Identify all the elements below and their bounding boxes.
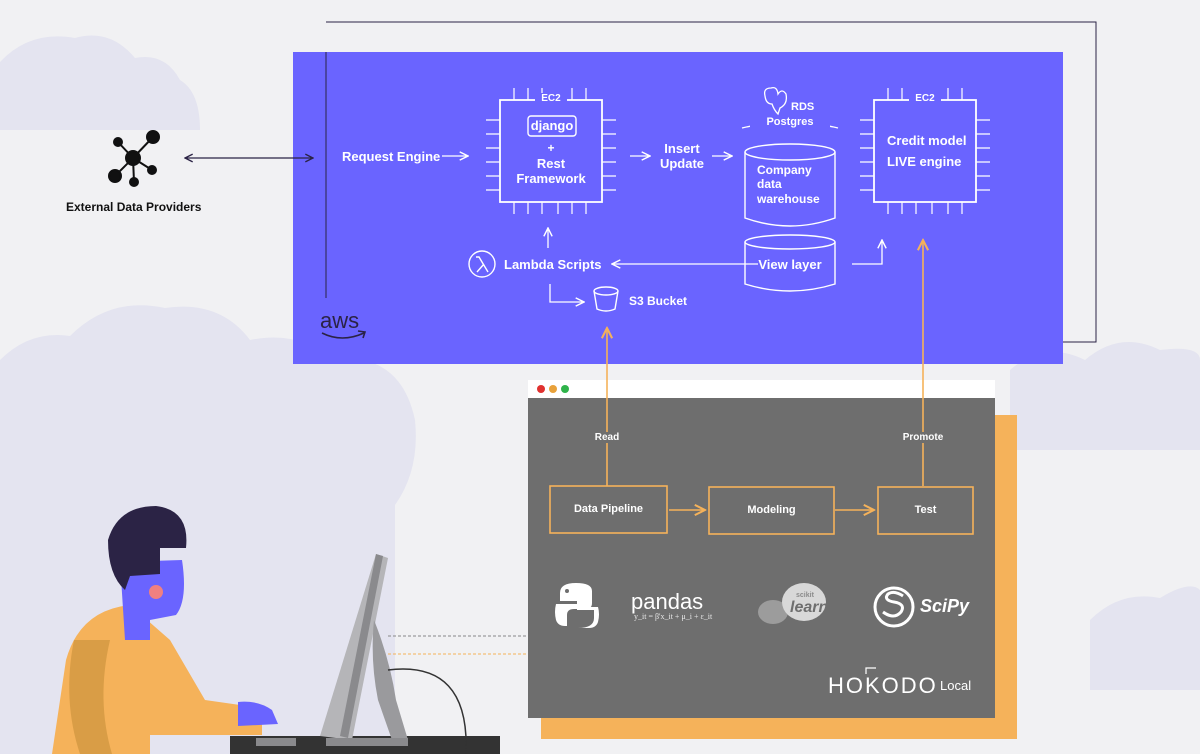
python-logo-icon: [555, 583, 599, 628]
step-data-pipeline: Data Pipeline: [573, 503, 644, 515]
hokodo-local-tag: Local: [940, 678, 972, 693]
orange-connectors: [607, 240, 923, 510]
request-engine-label: Request Engine: [342, 149, 441, 164]
update-label: Update: [659, 156, 705, 171]
window-close-dot[interactable]: [537, 385, 545, 393]
monitor-illustration: [256, 554, 528, 754]
warehouse-line2: data: [757, 177, 782, 191]
credit-model-line2: LIVE engine: [887, 154, 962, 169]
local-window: [528, 380, 995, 718]
view-layer-label: View layer: [758, 257, 822, 272]
pandas-formula: y_it = β'x_it + μ_i + ε_it: [634, 612, 713, 621]
ec2-left-line1: Rest: [536, 156, 566, 171]
sklearn-sub-text: scikit: [796, 592, 814, 599]
aws-logo-icon: [321, 330, 367, 339]
lambda-icon: [468, 250, 496, 278]
aws-panel: [293, 52, 1063, 364]
ec2-right-tag: EC2: [909, 93, 941, 104]
pandas-logo-text: pandas: [631, 589, 704, 614]
credit-model-line1: Credit model: [887, 133, 967, 148]
django-logo-text: django: [530, 118, 574, 133]
postgres-elephant-icon: [763, 86, 788, 116]
pipeline-step-boxes: [549, 485, 974, 535]
data-pipeline-box: [549, 485, 668, 534]
hokodo-logo-icon: [865, 667, 876, 674]
insert-label: Insert: [664, 141, 700, 156]
aws-logo-text: aws: [320, 308, 360, 333]
scipy-logo-icon: [873, 586, 915, 628]
ec2-left-plus: +: [547, 141, 555, 155]
ec2-django-chip: [486, 88, 616, 214]
postgres-label: Postgres: [750, 116, 830, 128]
sklearn-logo-icon: [758, 583, 826, 624]
lambda-label: Lambda Scripts: [504, 257, 602, 272]
window-titlebar: [528, 380, 995, 398]
test-box: [877, 486, 974, 535]
view-layer-database: [744, 234, 836, 292]
person-illustration: [52, 506, 500, 754]
hokodo-brand: HOKODO: [828, 673, 938, 698]
ec2-left-line2: Framework: [516, 171, 586, 186]
read-label: Read: [587, 432, 627, 443]
modeling-box: [708, 486, 835, 535]
s3-label: S3 Bucket: [629, 294, 688, 308]
network-icon: [108, 130, 160, 187]
external-providers-label: External Data Providers: [66, 200, 202, 214]
window-minimize-dot[interactable]: [549, 385, 557, 393]
rds-label: RDS: [791, 101, 815, 113]
sklearn-logo-text: learn: [790, 599, 829, 616]
ec2-left-tag: EC2: [535, 93, 567, 104]
s3-bucket-icon: [593, 286, 619, 312]
window-maximize-dot[interactable]: [561, 385, 569, 393]
step-modeling: Modeling: [747, 504, 796, 516]
aws-flow-arrows: [442, 156, 882, 302]
scipy-logo-text: SciPy: [920, 596, 970, 616]
step-test: Test: [914, 504, 937, 516]
promote-label: Promote: [893, 432, 953, 443]
warehouse-line1: Company: [757, 163, 812, 177]
warehouse-line3: warehouse: [757, 192, 820, 206]
